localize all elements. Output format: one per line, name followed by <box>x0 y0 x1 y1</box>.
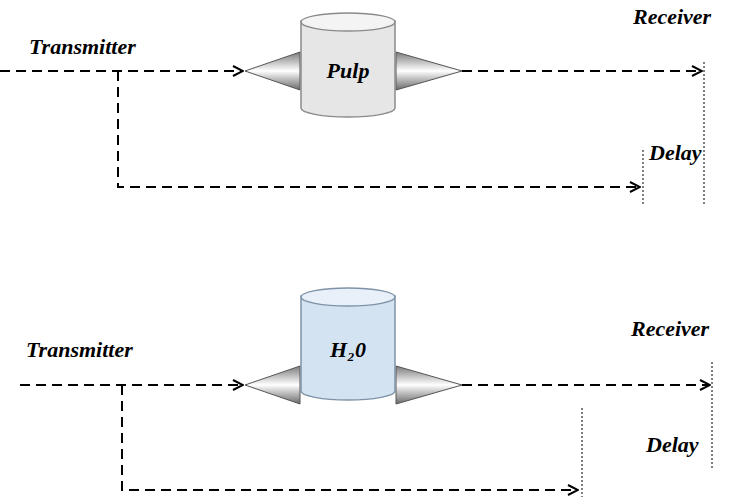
cylinder-top <box>301 13 395 31</box>
signal-line <box>20 384 243 386</box>
signal-line <box>462 384 710 386</box>
cylinder-body <box>301 296 395 400</box>
signal-label: Receiver <box>632 4 712 30</box>
top-panel <box>0 52 704 206</box>
tank-label: Pulp <box>327 58 370 84</box>
cylinder-tank: Pulp <box>300 12 396 118</box>
time-marker <box>582 408 583 497</box>
reference-line <box>122 385 578 490</box>
cylinder-tank: H₂0 <box>300 287 396 401</box>
signal-label: Delay <box>645 432 700 458</box>
cylinder-top <box>301 288 395 306</box>
cylinder-body <box>301 21 395 117</box>
signal-label: Transmitter <box>25 337 134 363</box>
time-marker <box>643 150 644 206</box>
transducer-cone <box>396 366 462 404</box>
signal-line <box>0 70 243 72</box>
time-marker <box>712 362 713 468</box>
tank-label: H₂0 <box>330 337 366 363</box>
signal-label: Receiver <box>630 316 710 342</box>
transducer-cone <box>396 52 462 90</box>
signal-label: Transmitter <box>28 34 137 60</box>
transducer-cone <box>245 366 300 404</box>
signal-line <box>462 70 702 72</box>
transducer-cone <box>245 52 300 90</box>
signal-label: Delay <box>648 140 703 166</box>
time-marker <box>704 62 705 206</box>
